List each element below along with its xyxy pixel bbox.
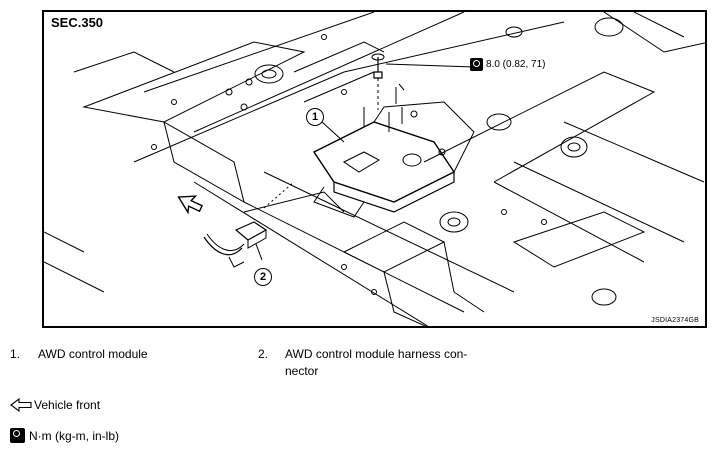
torque-wrench-icon [10,428,25,443]
torque-spec: 8.0 (0.82, 71) [470,58,546,71]
front-arrow-icon [10,398,32,412]
torque-units-legend: N·m (kg-m, in-lb) [10,428,119,443]
image-code: JSDIA2374GB [651,317,699,324]
legend-label-2: AWD control module harness con- [285,347,468,361]
front-arrow-icon [177,195,203,215]
section-label: SEC.350 [51,15,104,30]
legend-label-1: AWD control module [38,347,148,361]
diagram-frame: SEC.350 8.0 (0.82, 71) 1 2 JSDIA2374GB [42,10,707,328]
legend-number-2: 2. [258,347,269,361]
torque-value: 8.0 (0.82, 71) [486,59,546,70]
vehicle-front-label: Vehicle front [34,398,101,412]
callout-2: 2 [254,268,272,286]
vehicle-floor-illustration [44,12,705,326]
legend-label-2-continued: nector [285,364,319,378]
vehicle-front-legend: Vehicle front [10,398,100,412]
legend-number-1: 1. [10,347,21,361]
callout-1: 1 [306,108,324,126]
torque-units-label: N·m (kg-m, in-lb) [29,428,119,443]
torque-wrench-icon [470,58,483,71]
